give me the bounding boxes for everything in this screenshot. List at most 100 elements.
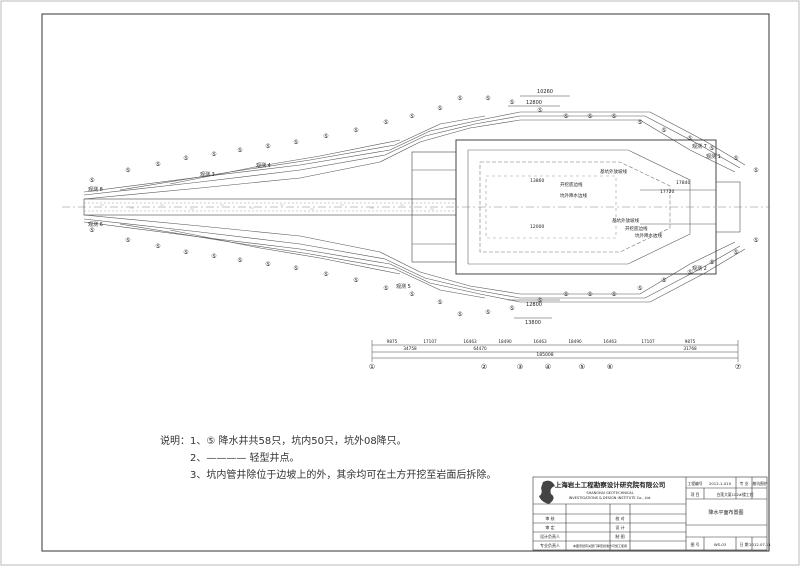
zone-label-3: 观测 3 (200, 171, 215, 178)
well-marker-lower-4: ⑤ (211, 253, 216, 260)
axis-marker-1: ② (481, 363, 487, 371)
well-marker-upper-8: ⑤ (323, 133, 328, 140)
dim-chain-6: 16463 (603, 339, 617, 344)
dim-chain-8: 9875 (685, 339, 696, 344)
well-marker-lower-18: ⑤ (587, 291, 592, 298)
label-approve: 审 定 (545, 524, 554, 530)
axis-marker-2: ③ (517, 363, 523, 371)
well-marker-lower-20: ⑤ (637, 285, 642, 292)
well-marker-lower-6: ⑤ (265, 261, 270, 268)
well-marker-upper-12: ⑤ (437, 105, 442, 112)
drawing-title: 降水平面布置图 (708, 509, 743, 516)
project-no: 2012-1-010 (709, 481, 732, 486)
well-marker-lower-12: ⑤ (437, 299, 442, 306)
well-marker-upper-11: ⑤ (409, 113, 414, 120)
well-marker-upper-25: ⑤ (753, 167, 758, 174)
dim-chain-0: 9875 (387, 339, 398, 344)
sub-dim-1: 13860 (530, 178, 544, 184)
sub-dim-4: 17840 (676, 180, 690, 186)
label-draw: 制 图 (615, 533, 624, 539)
company-name-en-1: SHANGHAI GEOTECHNICAL (586, 491, 633, 495)
well-marker-lower-0: ⑤ (89, 227, 94, 234)
well-marker-lower-23: ⑤ (709, 259, 714, 266)
excavation-plan (62, 111, 770, 303)
dim-chain-7: 17107 (641, 339, 655, 344)
well-marker-upper-2: ⑤ (155, 161, 160, 168)
well-marker-upper-21: ⑤ (661, 127, 666, 134)
dim-chain-1: 17107 (423, 339, 437, 344)
well-marker-lower-1: ⑤ (125, 237, 130, 244)
well-marker-upper-10: ⑤ (383, 119, 388, 126)
axis-marker-0: ① (369, 363, 375, 371)
zone-label-1: 观测 1 (706, 153, 721, 160)
zone-label-6: 观测 6 (88, 221, 103, 228)
well-marker-upper-23: ⑤ (709, 145, 714, 152)
zone-label-2: 观测 2 (692, 265, 707, 272)
dim-bottom-1: 12800 (526, 302, 542, 308)
dim-chain-sub-1: 64470 (473, 346, 487, 351)
label-date: 日 期 (740, 542, 749, 547)
dim-total: 185008 (536, 352, 553, 358)
axis-marker-4: ⑤ (579, 363, 585, 371)
label-project: 项 目 (691, 492, 700, 497)
well-marker-lower-3: ⑤ (183, 249, 188, 256)
company-logo (539, 480, 555, 504)
dim-chain-5: 18490 (568, 339, 582, 344)
well-marker-lower-9: ⑤ (353, 277, 358, 284)
well-marker-upper-5: ⑤ (237, 147, 242, 154)
well-marker-lower-8: ⑤ (323, 271, 328, 278)
dim-chain-4: 16463 (533, 339, 547, 344)
axis-marker-6: ⑦ (735, 363, 741, 371)
well-marker-lower-25: ⑤ (753, 237, 758, 244)
well-marker-lower-7: ⑤ (293, 265, 298, 272)
dim-chain-sub-2: 31768 (683, 346, 697, 351)
well-marker-lower-21: ⑤ (661, 277, 666, 284)
zone-label-4: 观测 4 (256, 162, 271, 169)
note-line-1: 说明：1、⑤ 降水井共58只，坑内50只，坑外08降只。 (160, 436, 407, 447)
date: 2012.07.11 (749, 542, 771, 547)
well-marker-lower-22: ⑤ (687, 269, 692, 276)
label-excavation-line-2: 开挖底边线 (625, 225, 648, 232)
company-name-en-2: INVESTIGATIONS & DESIGN INSTITUTE Co., L… (569, 496, 652, 500)
dim-chain-3: 18490 (498, 339, 512, 344)
label-review: 审 核 (545, 515, 554, 521)
label-design: 设 计 (615, 524, 624, 530)
sub-dim-2: 17720 (660, 189, 674, 195)
stamp-note: 本图须经有关部门审查批准方可施工使用 (573, 543, 627, 548)
sheet-no: WS-03 (714, 542, 727, 547)
project-name: 白莲大厦102#楼工程 (716, 492, 753, 497)
label-project-no: 工程编号 (687, 481, 702, 486)
zone-label-7: 观测 7 (692, 143, 707, 150)
well-marker-upper-3: ⑤ (183, 155, 188, 162)
slope-line-lower-1 (83, 214, 736, 295)
well-marker-lower-17: ⑤ (563, 291, 568, 298)
well-marker-upper-0: ⑤ (89, 177, 94, 184)
note-line-3: 3、坑内管井除位于边坡上的外，其余均可在土方开挖至岩面后拆除。 (190, 470, 497, 481)
well-marker-lower-11: ⑤ (409, 291, 414, 298)
dim-chain-2: 16463 (463, 339, 477, 344)
well-marker-upper-13: ⑤ (457, 95, 462, 102)
title-block-frame (532, 476, 768, 551)
well-marker-upper-6: ⑤ (265, 143, 270, 150)
label-design-lead: 设计负责人 (540, 533, 560, 539)
well-marker-lower-16: ⑤ (537, 297, 542, 304)
well-marker-upper-15: ⑤ (509, 99, 514, 106)
label-check: 校 对 (615, 515, 624, 521)
well-marker-lower-5: ⑤ (237, 257, 242, 264)
stage: 基坑围护 (752, 481, 767, 486)
well-marker-lower-14: ⑤ (485, 309, 490, 316)
note-line-2: 2、———— 轻型井点。 (190, 453, 300, 464)
top-dimensions (508, 95, 570, 319)
dim-chain-sub-0: 34758 (403, 346, 417, 351)
label-excavation-line: 开挖底边线 (560, 181, 583, 188)
well-marker-upper-18: ⑤ (587, 113, 592, 120)
well-marker-upper-22: ⑤ (687, 135, 692, 142)
label-sheet: 图 号 (691, 542, 700, 547)
well-marker-upper-1: ⑤ (125, 167, 130, 174)
dim-top-2: 12800 (526, 100, 542, 106)
well-marker-lower-24: ⑤ (733, 249, 738, 256)
drawing-notes: 说明：1、⑤ 降水井共58只，坑内50只，坑外08降只。 2、———— 轻型井点… (160, 433, 540, 484)
